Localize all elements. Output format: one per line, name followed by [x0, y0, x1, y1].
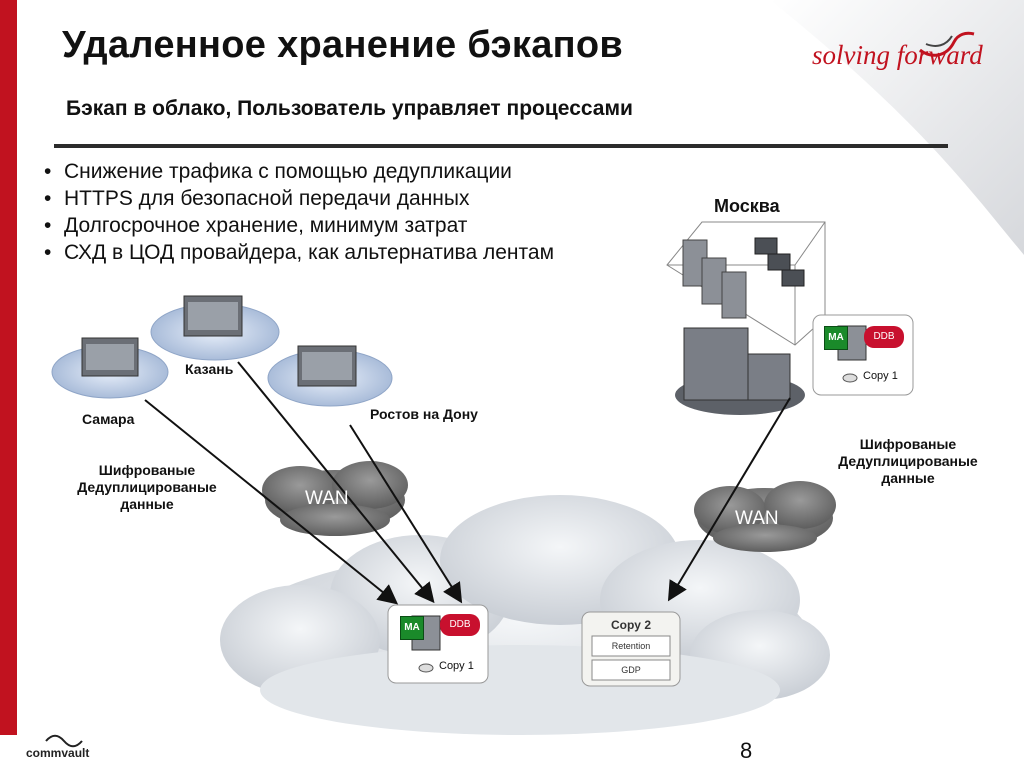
site-samara — [51, 337, 169, 399]
site-kazan — [150, 295, 280, 361]
ddb-badge-moscow: DDB — [864, 326, 904, 348]
page-number: 8 — [740, 738, 753, 763]
ddb-badge-cloud: DDB — [440, 614, 480, 636]
copy2-gdp: GDP — [621, 665, 641, 675]
site-label-kazan: Казань — [185, 361, 234, 377]
ma-badge-cloud: MA — [400, 616, 424, 640]
bullet-item: СХД в ЦОД провайдера, как альтернатива л… — [44, 239, 554, 266]
site-label-rostov: Ростов на Дону — [370, 406, 478, 422]
bullet-list: Снижение трафика с помощью дедупликации … — [44, 158, 554, 266]
site-moscow — [666, 221, 914, 415]
commvault-icon — [45, 734, 83, 748]
page-subtitle: Бэкап в облако, Пользователь управляет п… — [66, 97, 633, 120]
ma-badge-moscow: MA — [824, 326, 848, 350]
copy2-title: Copy 2 — [610, 618, 651, 632]
site-label-moscow: Москва — [714, 196, 780, 216]
encrypted-label-left: Шифрованые Дедуплицированые данные — [77, 462, 217, 512]
corner-swoosh — [770, 0, 1024, 255]
title-divider — [54, 144, 948, 148]
copy2-retention: Retention — [611, 641, 651, 651]
wan-cloud-left — [262, 461, 408, 536]
left-accent-bar — [0, 0, 17, 735]
wan-label-right: WAN — [735, 508, 779, 529]
bullet-item: Снижение трафика с помощью дедупликации — [44, 158, 554, 185]
copy1-label-cloud: Copy 1 — [439, 660, 474, 672]
bullet-item: HTTPS для безопасной передачи данных — [44, 185, 554, 212]
wan-label-left: WAN — [305, 488, 349, 509]
bullet-item: Долгосрочное хранение, минимум затрат — [44, 212, 554, 239]
copy1-label-moscow: Copy 1 — [863, 370, 898, 382]
encrypted-label-right: Шифрованые Дедуплицированые данные — [838, 436, 978, 486]
data-flow-arrows — [144, 361, 791, 605]
logo-swoosh-icon — [919, 31, 975, 57]
site-rostov — [267, 345, 393, 407]
wan-cloud-right — [694, 481, 836, 552]
page-title: Удаленное хранение бэкапов — [62, 24, 624, 66]
copy2-storage — [581, 611, 681, 687]
solving-forward-logo: solving forward — [812, 40, 983, 70]
commvault-logo: commvault — [26, 746, 90, 760]
site-label-samara: Самара — [82, 411, 135, 427]
